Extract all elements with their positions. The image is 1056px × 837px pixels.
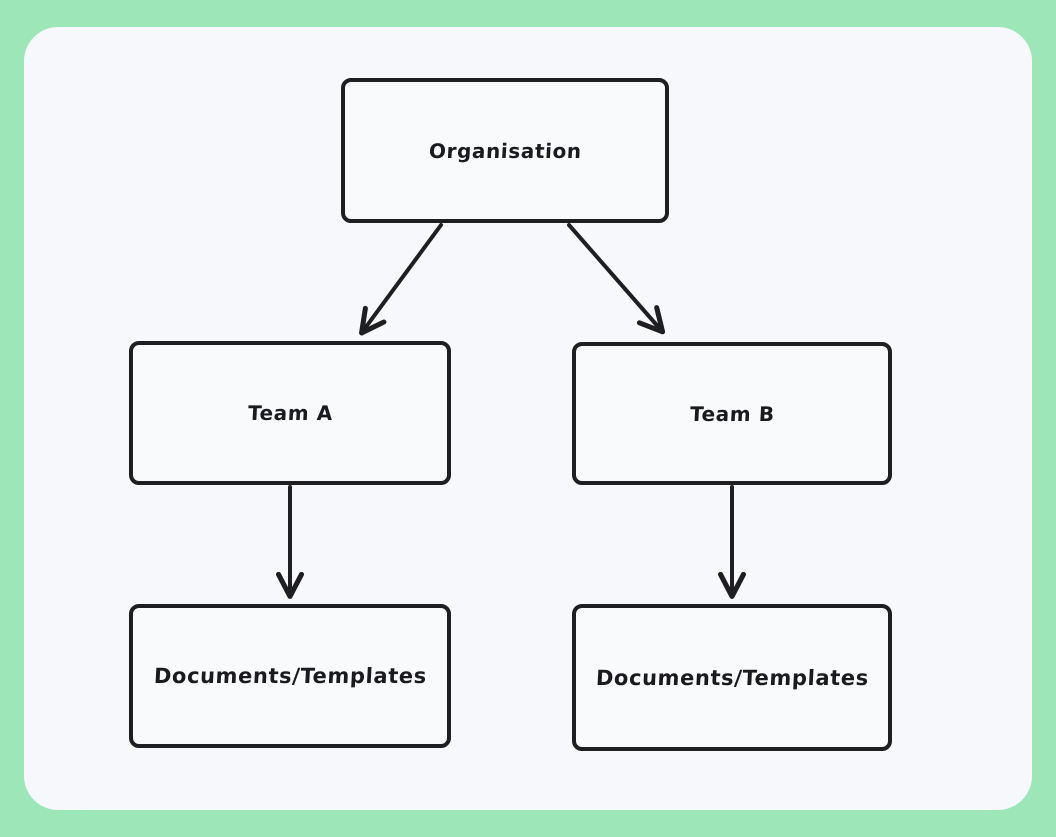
node-documents-templates-a-label: Documents/Templates	[152, 664, 428, 688]
node-organisation-label: Organisation	[427, 138, 583, 163]
node-team-b-label: Team B	[689, 401, 775, 426]
node-documents-templates-b-label: Documents/Templates	[594, 665, 870, 690]
node-organisation[interactable]: Organisation	[341, 78, 669, 223]
edge-organisation-to-team-a	[363, 223, 443, 331]
node-documents-templates-b[interactable]: Documents/Templates	[572, 604, 892, 751]
node-team-a-label: Team A	[246, 401, 334, 425]
node-documents-templates-a[interactable]: Documents/Templates	[129, 604, 451, 748]
node-team-b[interactable]: Team B	[572, 342, 892, 485]
edge-organisation-to-team-b	[567, 223, 661, 330]
node-team-a[interactable]: Team A	[129, 341, 451, 485]
